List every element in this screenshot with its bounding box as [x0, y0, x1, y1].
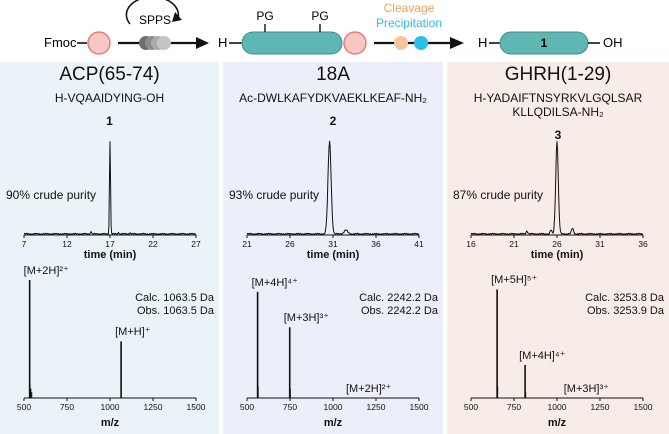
hplc-1-tick-label: 31 [328, 239, 338, 249]
compound-number: 2 [329, 114, 337, 128]
panel-plots [23, 141, 197, 401]
panel-plots [246, 140, 420, 401]
obs-mass: Obs. 3253.9 Da [586, 305, 664, 317]
ms-1-tick-label: 500 [239, 402, 255, 412]
ms-0-tick-label: 1250 [143, 402, 163, 412]
calc-mass: Calc. 1063.5 Da [135, 292, 214, 304]
ms-2-ion-label: [M+5H]⁵⁺ [491, 274, 538, 287]
calc-mass: Calc. 2242.2 Da [359, 292, 438, 304]
ms-0-tick-label: 1500 [186, 402, 206, 412]
obs-mass: Obs. 1063.5 Da [136, 305, 214, 317]
fmoc-label: Fmoc [44, 35, 77, 50]
h-terminus-label: H [218, 35, 227, 50]
spps-label: SPPS [139, 13, 171, 27]
time-axis-label: time (min) [306, 249, 360, 261]
h-terminus-product-label: H [478, 35, 487, 50]
ms-1-tick-label: 1500 [409, 402, 429, 412]
cleavage-label: Cleavage [384, 1, 435, 15]
hplc-0-tick-label: 17 [105, 239, 115, 249]
hplc-2-tick-label: 16 [466, 239, 476, 249]
ms-2-ion-label: [M+4H]⁴⁺ [519, 349, 566, 362]
ms-2-tick-label: 1500 [633, 402, 653, 412]
synthesis-scheme: Fmoc SPPS H PG PG Cleavage Precipitation… [44, 0, 623, 55]
calc-mass: Calc. 3253.8 Da [585, 292, 664, 304]
mz-axis-label: m/z [100, 417, 120, 429]
hplc-2-tick-label: 31 [595, 239, 605, 249]
precipitation-dot-icon [414, 36, 428, 50]
hplc-0-tick-label: 27 [191, 239, 201, 249]
peptide-sequence: H-VQAAIDYING-OH [54, 91, 165, 105]
protected-peptide-icon [241, 31, 343, 55]
pg-label-2: PG [311, 9, 328, 23]
precipitation-label: Precipitation [376, 16, 442, 30]
oh-terminus-label: OH [603, 35, 623, 50]
obs-mass: Obs. 2242.2 Da [360, 305, 438, 317]
panel-plots [470, 141, 644, 401]
ms-1-tick-label: 1000 [323, 402, 343, 412]
panel-ghrh: GHRH(1-29) H-YADAIFTNSYRKVLGQLSAR KLLQDI… [447, 62, 669, 434]
hplc-2-tick-label: 21 [509, 239, 519, 249]
ms-1-ion-label: [M+2H]²⁺ [346, 383, 392, 395]
hplc-1-tick-label: 26 [285, 239, 295, 249]
mz-axis-label: m/z [323, 417, 343, 429]
ms-0-tick-label: 500 [16, 402, 32, 412]
product-number: 1 [541, 36, 548, 50]
hplc-2-tick-label: 26 [552, 239, 562, 249]
cleavage-dot-icon [394, 36, 408, 50]
hplc-0-tick-label: 12 [62, 239, 72, 249]
panel-title: ACP(65-74) [59, 64, 160, 85]
hplc-2-tick-label: 36 [638, 239, 648, 249]
ms-2-tick-label: 1000 [547, 402, 567, 412]
pg-label-1: PG [256, 9, 273, 23]
time-axis-label: time (min) [83, 249, 137, 261]
panel-title: GHRH(1-29) [504, 64, 612, 85]
panel-acp: ACP(65-74) H-VQAAIDYING-OH 1 90% crude p… [0, 62, 219, 434]
hplc-2-chromatogram-trace [470, 141, 644, 236]
panel-18a: 18A Ac-DWLKAFYDKVAEKLKEAF-NH₂ 2 93% crud… [223, 62, 443, 434]
compound-number: 1 [106, 114, 113, 128]
resin-bead-icon [343, 31, 367, 55]
time-axis-label: time (min) [530, 249, 584, 261]
ms-0-tick-label: 1000 [100, 402, 120, 412]
compound-number: 3 [554, 128, 562, 142]
ms-2-tick-label: 500 [463, 402, 479, 412]
ms-0-tick-label: 750 [59, 402, 75, 412]
peptide-sequence: H-YADAIFTNSYRKVLGQLSAR KLLQDILSA-NH₂ [473, 91, 643, 119]
spps-cycle-icon: SPPS [125, 0, 182, 50]
ms-0-ion-label: [M+H]⁺ [115, 326, 151, 339]
hplc-0-chromatogram-trace [23, 141, 197, 236]
ms-2-tick-label: 1250 [590, 402, 610, 412]
crude-purity: 93% crude purity [229, 188, 320, 202]
mz-axis-label: m/z [547, 417, 567, 429]
crude-purity: 87% crude purity [453, 188, 544, 202]
ms-1-ion-label: [M+4H]⁴⁺ [251, 276, 298, 289]
hplc-1-tick-label: 41 [414, 239, 424, 249]
panel-title: 18A [316, 64, 350, 85]
peptide-sequence: Ac-DWLKAFYDKVAEKLKEAF-NH₂ [239, 91, 427, 105]
hplc-1-tick-label: 21 [242, 239, 252, 249]
hplc-0-tick-label: 22 [148, 239, 158, 249]
ms-1-tick-label: 750 [282, 402, 298, 412]
ms-1-ion-label: [M+3H]³⁺ [283, 312, 329, 325]
ms-2-ion-label: [M+3H]³⁺ [563, 383, 609, 395]
resin-bead-icon [87, 31, 111, 55]
hplc-1-tick-label: 36 [371, 239, 381, 249]
hplc-0-tick-label: 7 [21, 239, 27, 249]
ms-2-tick-label: 750 [506, 402, 522, 412]
hplc-1-chromatogram-trace [246, 140, 420, 236]
ms-1-tick-label: 1250 [366, 402, 386, 412]
ms-0-ion-label: [M+2H]²⁺ [23, 265, 69, 277]
crude-purity: 90% crude purity [6, 188, 97, 202]
